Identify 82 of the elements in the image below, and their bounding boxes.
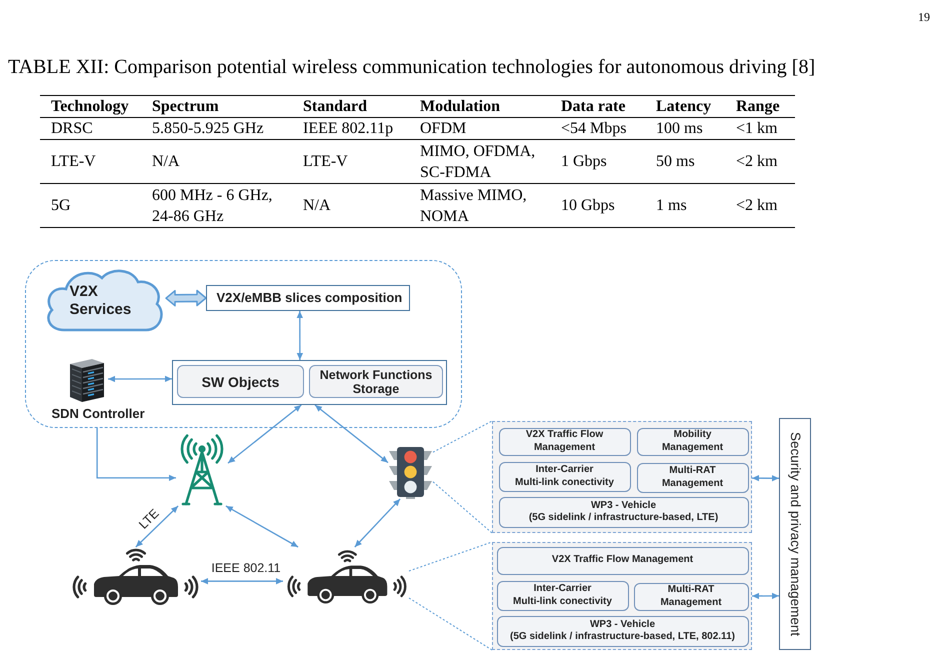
- table-text: <54 Mbps: [561, 119, 626, 139]
- table-text: <1 km: [736, 119, 778, 139]
- rounded-box: [496, 580, 628, 610]
- table-text: DRSC: [51, 119, 93, 139]
- arrow: [752, 592, 779, 600]
- dashed-panel: [492, 542, 752, 650]
- column-header: Spectrum: [152, 97, 219, 117]
- box-label: Network Functions Storage: [318, 368, 434, 396]
- box-label: V2X Traffic Flow Management: [524, 429, 604, 454]
- arrow: [354, 498, 401, 548]
- rounded-box: [309, 365, 443, 398]
- table-text: <2 km: [736, 152, 778, 172]
- table-text: 5.850-5.925 GHz: [152, 119, 264, 139]
- column-header: Technology: [51, 97, 129, 117]
- box-label: (5G sidelink / infrastructure-based, LTE): [528, 512, 718, 524]
- process-box: [206, 284, 410, 310]
- column-header: Modulation: [420, 97, 500, 117]
- rounded-box: [498, 428, 630, 456]
- traffic-light-icon: [388, 447, 433, 499]
- column-header: Range: [736, 97, 780, 117]
- box-label: Multi-RAT Management: [660, 465, 724, 490]
- box-label: Inter-Carrier Multi-link conectivity: [514, 464, 615, 489]
- table-text: <2 km: [736, 196, 778, 216]
- box-label: V2X/eMBB slices composition: [216, 290, 402, 306]
- container-box: [172, 360, 446, 404]
- table-text: 5G: [51, 196, 71, 216]
- box-label: SW Objects: [202, 374, 280, 390]
- box-label: Mobility Management: [660, 429, 724, 454]
- arrow: [296, 311, 304, 360]
- arrow: [226, 505, 298, 548]
- dashed-panel: [492, 421, 752, 533]
- box-label: Multi-RAT Management: [659, 584, 723, 609]
- table-text: N/A: [152, 152, 180, 172]
- rounded-box: [636, 428, 748, 456]
- arrow: [135, 506, 179, 548]
- table-text: OFDM: [420, 119, 466, 139]
- box-label: V2X Services: [70, 282, 132, 318]
- dotted-zoom-line: [432, 420, 492, 453]
- box-label: WP3 - Vehicle: [590, 618, 656, 631]
- box-label: WP3 - Vehicle: [590, 500, 656, 512]
- rounded-box: [496, 616, 748, 646]
- table-text: IEEE 802.11p: [303, 119, 394, 139]
- dashed-region: [25, 260, 462, 428]
- rounded-box: [498, 462, 630, 492]
- dotted-zoom-line: [408, 598, 492, 650]
- table-text: 600 MHz - 6 GHz, 24-86 GHz: [152, 186, 274, 226]
- arrow: [108, 376, 172, 382]
- rounded-box: [498, 496, 748, 528]
- column-header: Latency: [656, 97, 712, 117]
- box-label: V2X Traffic Flow Management: [552, 554, 694, 567]
- table-caption: TABLE XII: Comparison potential wireless communication technologies for autonomous driving [8]: [8, 56, 816, 79]
- table-text: 1 Gbps: [561, 152, 607, 172]
- rounded-box: [177, 365, 304, 398]
- arrow: [314, 404, 388, 464]
- box-label: Inter-Carrier Multi-link conectivity: [512, 583, 613, 608]
- rounded-box: [634, 582, 748, 610]
- vertical-box: [779, 418, 811, 650]
- table-text: Massive MIMO, NOMA: [420, 186, 528, 226]
- table-text: 1 ms: [656, 196, 687, 216]
- box-label: (5G sidelink / infrastructure-based, LTE, 802.11): [510, 631, 735, 644]
- double-block-arrow: [165, 290, 207, 306]
- table-text: LTE-V: [303, 152, 348, 172]
- arrow: [228, 404, 302, 464]
- rounded-box: [496, 546, 748, 574]
- column-header: Standard: [303, 97, 368, 117]
- table-text: N/A: [303, 196, 331, 216]
- arrow: [201, 578, 283, 584]
- table-text: 100 ms: [656, 119, 703, 139]
- arrow: [96, 428, 176, 482]
- edge-label: IEEE 802.11: [210, 561, 282, 576]
- rounded-box: [636, 462, 748, 492]
- column-header: Data rate: [561, 97, 626, 117]
- table-text: 10 Gbps: [561, 196, 615, 216]
- dotted-zoom-line: [432, 481, 492, 534]
- box-label: Security and privacy management: [787, 432, 803, 636]
- arrow: [752, 475, 779, 482]
- table-text: LTE-V: [51, 152, 96, 172]
- node-caption: SDN Controller: [52, 406, 145, 422]
- table-text: MIMO, OFDMA, SC-FDMA: [420, 142, 536, 182]
- table-text: 50 ms: [656, 152, 695, 172]
- page-number: 19: [918, 10, 930, 24]
- dotted-zoom-line: [408, 542, 492, 572]
